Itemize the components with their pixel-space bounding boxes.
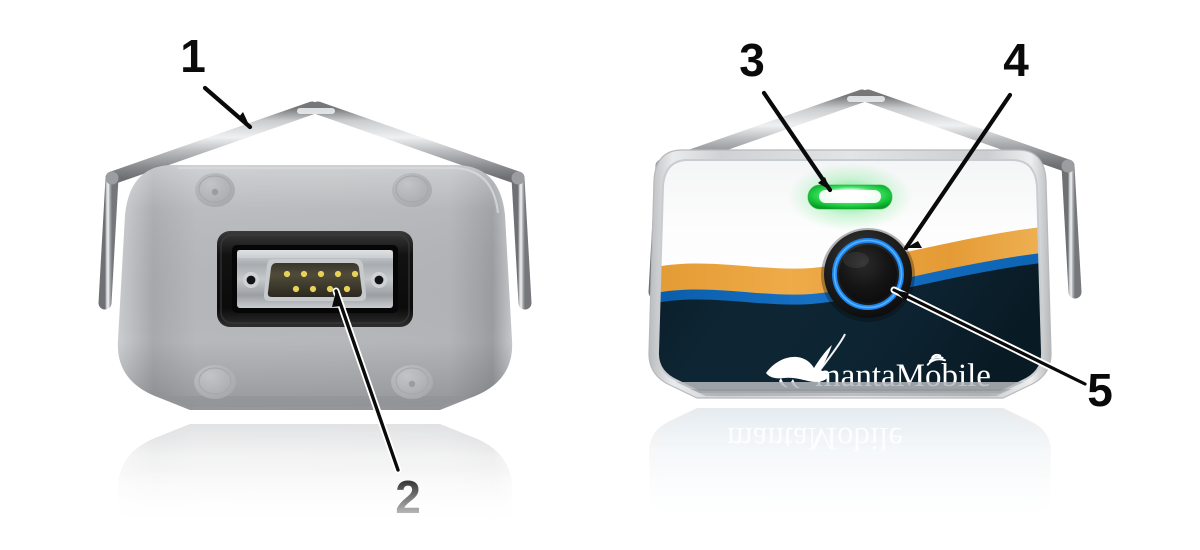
db9-pin-row-top xyxy=(283,270,359,278)
callout-4: 4 xyxy=(903,34,1029,251)
svg-text:mantaMobile: mantaMobile xyxy=(727,420,903,456)
right-device-group: mantaMobile xyxy=(648,89,1082,550)
db9-pin-row-bottom xyxy=(292,285,351,293)
db9-connector[interactable] xyxy=(217,231,413,327)
callout-layer: 1 2 3 4 5 xyxy=(180,30,1113,523)
callout-3: 3 xyxy=(739,34,833,193)
status-led xyxy=(788,163,912,231)
callout-5: 5 xyxy=(890,286,1113,416)
callout-5-label: 5 xyxy=(1087,364,1113,416)
carrying-handle[interactable] xyxy=(98,101,532,310)
callout-1: 1 xyxy=(180,30,253,130)
wifi-signal-icon xyxy=(926,353,946,366)
manta-ray-icon xyxy=(766,333,846,389)
callout-3-label: 3 xyxy=(739,34,765,86)
callout-1-label: 1 xyxy=(180,30,206,82)
power-button[interactable] xyxy=(821,228,915,322)
callout-4-label: 4 xyxy=(1003,34,1029,86)
reflection-fade xyxy=(0,470,1200,550)
rubber-foot xyxy=(194,173,433,399)
